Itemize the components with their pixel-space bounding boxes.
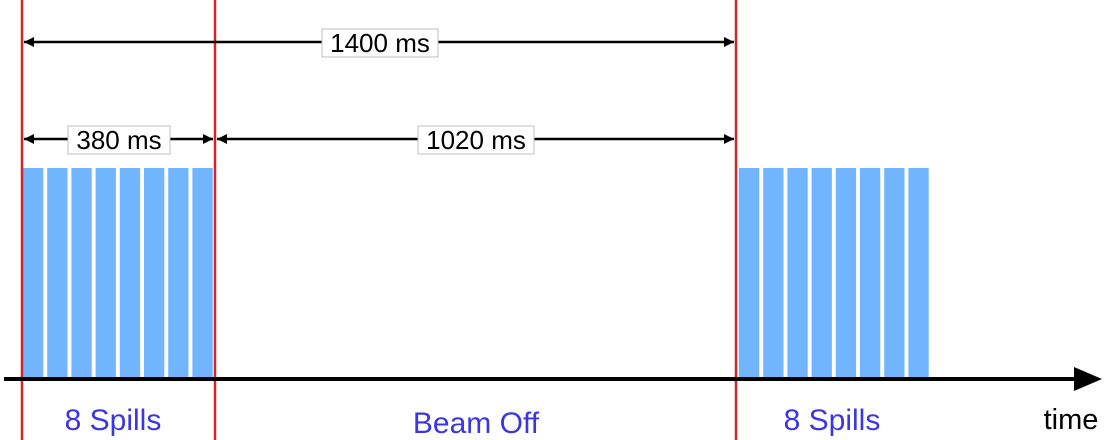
spill-bar-left-5	[119, 168, 141, 377]
spill-bar-right-2	[763, 168, 784, 377]
spill-bar-left-4	[95, 168, 116, 377]
spill-group-right	[739, 168, 929, 377]
spill-bar-left-8	[192, 168, 213, 377]
time-axis-arrowhead	[1074, 367, 1102, 391]
spill-bar-left-3	[71, 168, 92, 377]
region-label-spills-left: 8 Spills	[65, 404, 162, 437]
dimension-label-380ms: 380 ms	[76, 125, 161, 155]
spill-bar-left-1	[23, 168, 44, 377]
spill-bar-right-1	[739, 168, 760, 377]
time-axis: time	[4, 367, 1102, 436]
spill-bar-right-7	[884, 168, 905, 377]
spill-bar-right-6	[860, 168, 881, 377]
region-label-beam-off: Beam Off	[413, 407, 540, 440]
dimension-label-bg-1400ms	[321, 28, 439, 58]
spill-bar-right-8	[908, 168, 929, 377]
dimension-label-bg-380ms	[67, 125, 171, 155]
dimension-label-bg-1020ms	[417, 125, 535, 155]
time-axis-label: time	[1044, 404, 1099, 436]
region-label-spills-right: 8 Spills	[784, 404, 881, 437]
dimension-label-1400ms: 1400 ms	[330, 28, 430, 58]
dimension-1020ms: 1020 ms	[217, 125, 734, 155]
spill-bar-left-6	[144, 168, 165, 377]
spill-bar-right-5	[835, 168, 857, 377]
spill-bar-left-2	[47, 168, 68, 377]
dimension-380ms: 380 ms	[24, 125, 213, 155]
dimension-1400ms: 1400 ms	[24, 28, 734, 58]
spill-group-left	[23, 168, 213, 377]
spill-bar-left-7	[168, 168, 189, 377]
dimension-label-1020ms: 1020 ms	[426, 125, 526, 155]
spill-bar-right-3	[787, 168, 808, 377]
spill-bar-right-4	[811, 168, 832, 377]
